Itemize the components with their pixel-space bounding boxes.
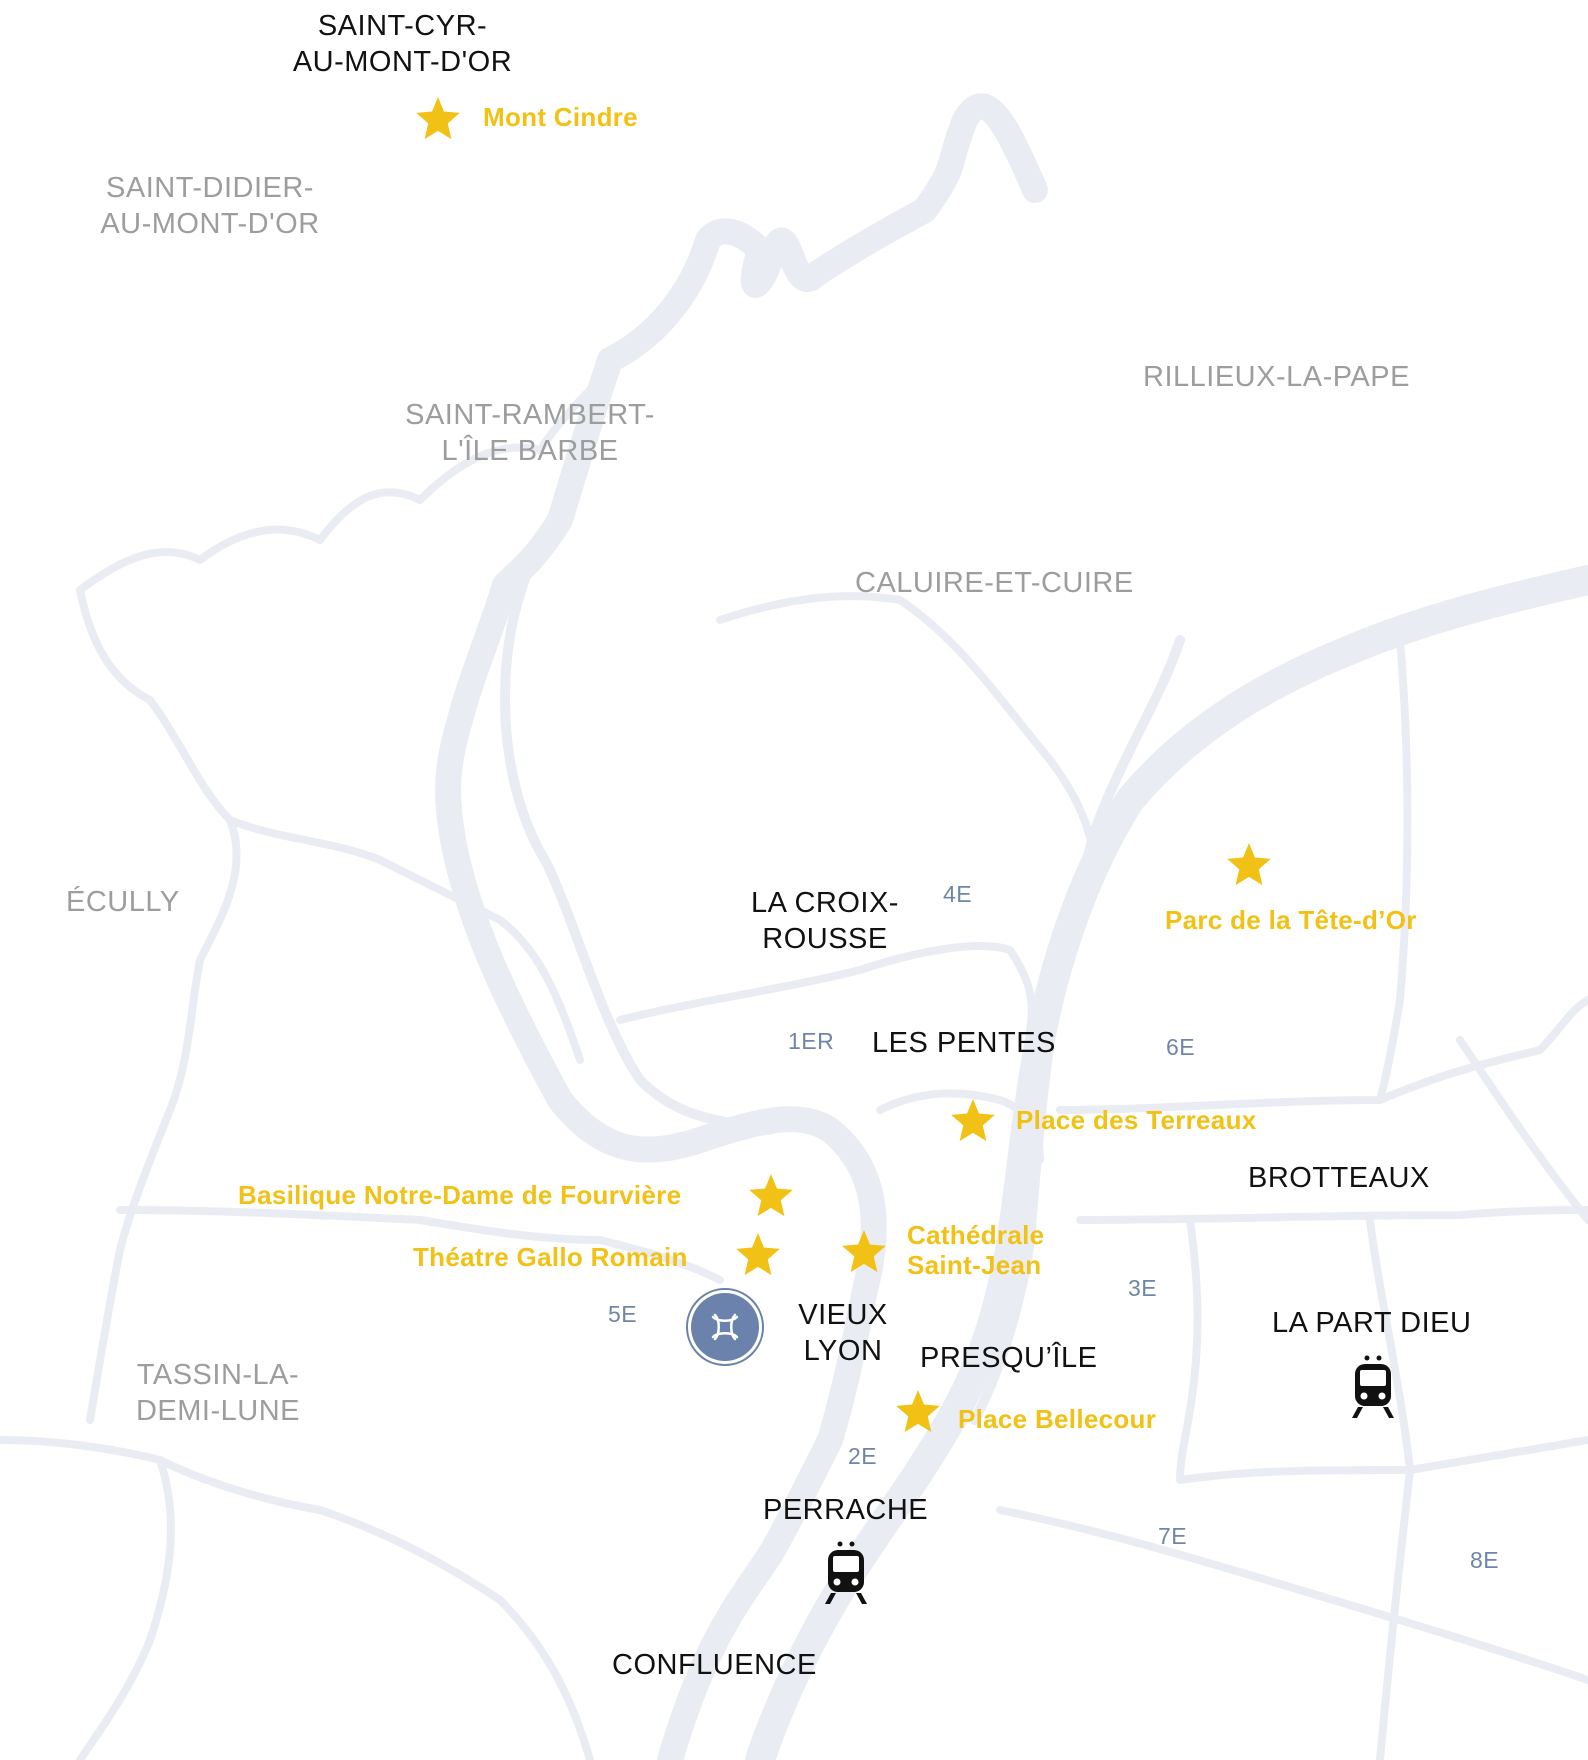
border-3e — [1076, 1206, 1588, 1224]
district-brotteaux: BROTTEAUX — [1248, 1162, 1430, 1194]
arrondissement-2e: 2E — [848, 1443, 878, 1469]
star-icon[interactable] — [415, 97, 461, 141]
district-les-pentes: LES PENTES — [872, 1027, 1056, 1059]
star-icon[interactable] — [841, 1230, 887, 1274]
arrondissement-7e: 7E — [1158, 1523, 1188, 1549]
district-la-part-dieu: LA PART DIEU — [1272, 1307, 1472, 1339]
border-west-2 — [76, 586, 241, 1424]
district-confluence: CONFLUENCE — [612, 1649, 817, 1681]
commune-saint-didier-line2: AU-MONT-D'OR — [100, 208, 320, 241]
rhone-inner-bank — [970, 635, 1185, 1425]
train-icon[interactable] — [1350, 1355, 1396, 1419]
district-saint-cyr: SAINT-CYR- AU-MONT-D'OR — [260, 8, 545, 81]
star-icon[interactable] — [895, 1390, 941, 1434]
poi-place-bellecour[interactable]: Place Bellecour — [958, 1404, 1157, 1434]
arrondissement-5e: 5E — [608, 1301, 638, 1327]
star-icon[interactable] — [735, 1233, 781, 1277]
border-west — [76, 376, 604, 594]
commune-rillieux: RILLIEUX-LA-PAPE — [1143, 361, 1410, 393]
border-tassin-south — [0, 1436, 594, 1760]
rhone-river — [745, 565, 1588, 1760]
district-saint-cyr-line1: SAINT-CYR- — [317, 10, 488, 42]
commune-saint-didier-line1: SAINT-DIDIER- — [106, 172, 314, 204]
hotel-marker-icon[interactable] — [685, 1287, 765, 1367]
poi-basilique-fourviere[interactable]: Basilique Notre-Dame de Fourvière — [238, 1180, 682, 1210]
district-presquile: PRESQU’ÎLE — [920, 1342, 1098, 1374]
border-3e-vertical — [1176, 1216, 1202, 1484]
border-7e — [996, 1506, 1588, 1684]
poi-parc-tete-dor[interactable]: Parc de la Tête-d’Or — [1165, 905, 1417, 935]
commune-tassin-line2: DEMI-LUNE — [135, 1395, 300, 1428]
poi-cathedrale-saint-jean[interactable]: Cathédrale Saint-Jean — [907, 1220, 1045, 1281]
poi-cathedrale-line2: Saint-Jean — [907, 1249, 1042, 1280]
border-8e — [1366, 1216, 1414, 1760]
commune-saint-rambert-line2: L'ÎLE BARBE — [441, 435, 619, 468]
commune-tassin-line1: TASSIN-LA- — [136, 1359, 300, 1391]
star-icon[interactable] — [950, 1099, 996, 1143]
border-part-dieu — [1176, 1436, 1588, 1484]
saone-inner-bank — [500, 535, 775, 1135]
train-icon[interactable] — [823, 1541, 869, 1605]
commune-tassin: TASSIN-LA- DEMI-LUNE — [118, 1357, 318, 1430]
border-south — [76, 1456, 175, 1760]
border-brotteaux — [1056, 996, 1588, 1114]
poi-theatre-gallo-romain[interactable]: Théatre Gallo Romain — [413, 1242, 688, 1272]
poi-cathedrale-line1: Cathédrale — [907, 1220, 1045, 1250]
poi-place-terreaux[interactable]: Place des Terreaux — [1016, 1105, 1257, 1135]
star-icon[interactable] — [1226, 843, 1272, 887]
district-croix-rousse-line1: LA CROIX- — [751, 887, 899, 919]
arrondissement-8e: 8E — [1470, 1547, 1500, 1573]
district-vieux-lyon: VIEUX LYON — [778, 1297, 908, 1370]
district-croix-rousse: LA CROIX- ROUSSE — [730, 885, 920, 958]
district-vieux-lyon-line2: LYON — [803, 1335, 883, 1368]
border-north-rillieux — [716, 592, 1099, 864]
arrondissement-1er: 1ER — [788, 1028, 835, 1054]
saone-river — [435, 93, 1048, 1760]
star-icon[interactable] — [748, 1174, 794, 1218]
border-tassin — [116, 1206, 724, 1284]
border-croix-rousse — [616, 942, 1036, 1034]
commune-caluire: CALUIRE-ET-CUIRE — [855, 567, 1134, 599]
border-6e-east — [1376, 636, 1412, 1104]
district-perrache: PERRACHE — [763, 1494, 929, 1526]
arrondissement-6e: 6E — [1166, 1034, 1196, 1060]
border-ecully — [226, 816, 584, 1064]
arrondissement-3e: 3E — [1128, 1275, 1158, 1301]
arrondissement-4e: 4E — [943, 881, 973, 907]
commune-saint-rambert-line1: SAINT-RAMBERT- — [405, 399, 655, 431]
commune-saint-rambert: SAINT-RAMBERT- L'ÎLE BARBE — [390, 397, 670, 470]
district-vieux-lyon-line1: VIEUX — [798, 1299, 888, 1331]
district-croix-rousse-line2: ROUSSE — [762, 923, 888, 956]
commune-ecully: ÉCULLY — [66, 886, 180, 918]
commune-saint-didier: SAINT-DIDIER- AU-MONT-D'OR — [80, 170, 340, 243]
border-pentes — [876, 1089, 1044, 1164]
border-east-top — [1456, 1036, 1588, 1224]
district-saint-cyr-line2: AU-MONT-D'OR — [292, 46, 513, 79]
poi-mont-cindre[interactable]: Mont Cindre — [483, 102, 638, 132]
